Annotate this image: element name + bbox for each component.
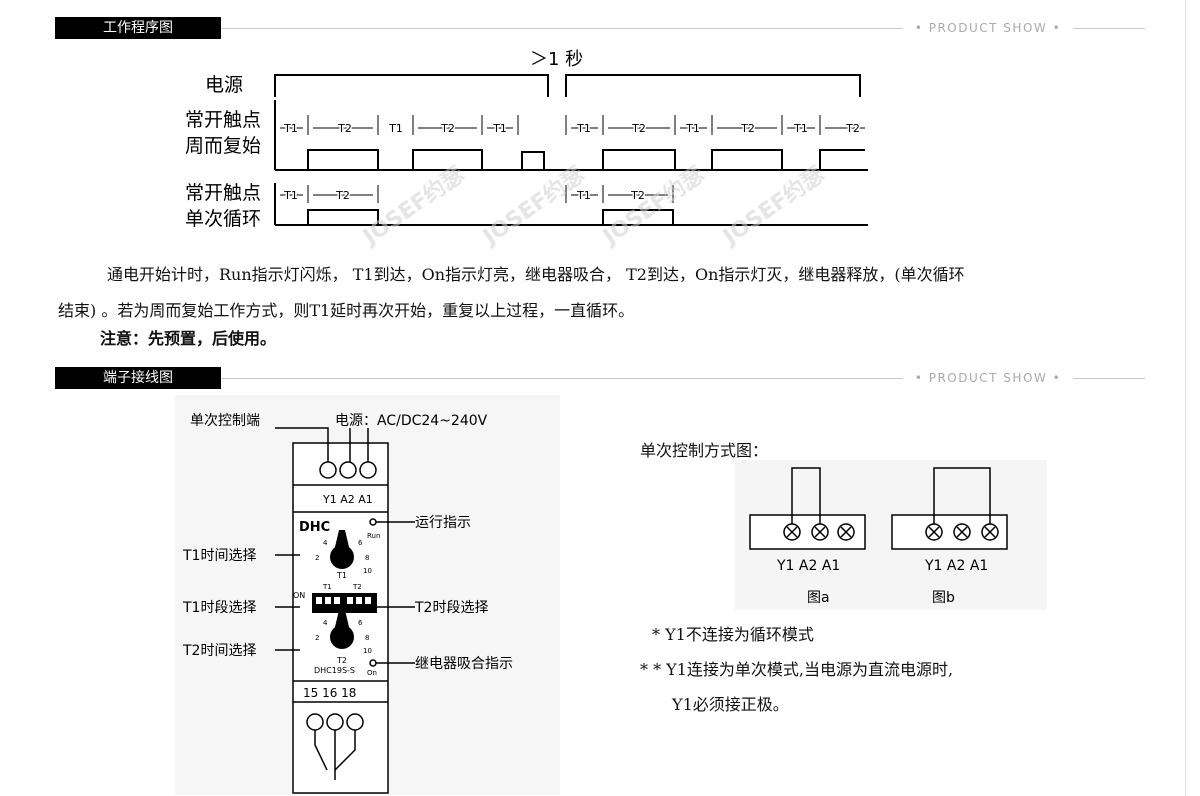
- section-title: 工作程序图: [55, 17, 221, 39]
- watermark: JOSEF约瑟: [357, 162, 469, 250]
- page-right-border: [1185, 0, 1186, 796]
- fig-b-terminals: Y1 A2 A1: [924, 558, 988, 574]
- dial-name: T1: [336, 571, 347, 580]
- note-text: 注意：先预置，后使用。: [100, 329, 277, 348]
- dial-tick: 6: [358, 619, 363, 627]
- dial-tick: 6: [358, 539, 363, 547]
- dial-tick: 10: [363, 647, 372, 655]
- wiring-diagram: 单次控制端 电源：AC/DC24~240V 运行指示 T1时间选择 T1时段选择…: [175, 395, 560, 795]
- divider-line: [221, 378, 1145, 379]
- row-label-repeat-1: 常开触点: [185, 109, 261, 131]
- row-label-repeat-2: 周而复始: [185, 135, 261, 157]
- mark-t2: T2: [335, 189, 350, 202]
- dial-tick: 4: [323, 539, 328, 547]
- mark-t1: T1: [685, 122, 700, 135]
- label-relay-indicator: 继电器吸合指示: [415, 656, 513, 672]
- run-small-label: Run: [367, 532, 380, 540]
- mark-t1: T1: [576, 189, 591, 202]
- section-title: 端子接线图: [55, 367, 221, 389]
- watermark: JOSEF约瑟: [597, 162, 709, 250]
- single-control-title: 单次控制方式图：: [640, 441, 769, 460]
- dial-tick: 4: [323, 619, 328, 627]
- fig-b-caption: 图b: [932, 590, 955, 606]
- single-control-figures: Y1 A2 A1 图a Y1 A2 A1 图b: [735, 460, 1047, 610]
- mark-t1: T1: [283, 122, 298, 135]
- mark-t2: T2: [337, 122, 352, 135]
- brand-label: DHC: [299, 520, 330, 535]
- label-t1-time: T1时间选择: [182, 548, 256, 564]
- watermark: JOSEF约瑟: [717, 162, 829, 250]
- on-small-label: On: [367, 669, 377, 677]
- section-header-wiring: 端子接线图 • PRODUCT SHOW •: [55, 367, 1145, 389]
- row-label-single-1: 常开触点: [185, 182, 261, 204]
- divider-line: [221, 28, 1145, 29]
- section-header-timing: 工作程序图 • PRODUCT SHOW •: [55, 17, 1145, 39]
- mark-t2: T2: [845, 122, 860, 135]
- row-label-single-2: 单次循环: [185, 208, 261, 230]
- gap-label: ＞1 秒: [530, 49, 583, 70]
- dial-name: T2: [336, 656, 347, 665]
- label-single-control: 单次控制端: [190, 413, 260, 429]
- row-label-power: 电源: [205, 74, 243, 96]
- dial-tick: 10: [363, 567, 372, 575]
- dial-tick: 2: [315, 634, 319, 642]
- description-line-1: 通电开始计时，Run指示灯闪烁， T1到达，On指示灯亮，继电器吸合， T2到达…: [107, 265, 965, 284]
- dial-tick: 2: [315, 554, 319, 562]
- description-line-2: 结束) 。若为周而复始工作方式，则T1延时再次开始，重复以上过程，一直循环。: [58, 301, 635, 320]
- dial-tick: 8: [365, 634, 369, 642]
- fig-a-terminals: Y1 A2 A1: [776, 558, 840, 574]
- mark-t2: T2: [740, 122, 755, 135]
- timing-diagram: T1 T2 T1 T2 T1 T1 T2 T1 T2 T1 T2 T1 T2 T…: [185, 49, 868, 250]
- single-control-note-1: * Y1不连接为循环模式: [652, 625, 814, 644]
- label-t2-time: T2时间选择: [182, 643, 256, 659]
- model-label: DHC19S-S: [314, 666, 355, 675]
- mark-t1: T1: [388, 122, 403, 135]
- terminals-bottom: 15 16 18: [303, 686, 356, 700]
- mark-t2: T2: [440, 122, 455, 135]
- label-run-indicator: 运行指示: [415, 515, 471, 531]
- switch-label: T1: [322, 583, 332, 591]
- mark-t1: T1: [793, 122, 808, 135]
- terminals-top: Y1 A2 A1: [322, 493, 373, 506]
- label-t2-range: T2时段选择: [414, 600, 488, 616]
- single-control-note-2: * * Y1连接为单次模式,当电源为直流电源时,: [640, 660, 954, 679]
- label-t1-range: T1时段选择: [182, 600, 256, 616]
- mark-t1: T1: [283, 189, 298, 202]
- watermark: JOSEF约瑟: [477, 162, 589, 250]
- mark-t2: T2: [630, 189, 645, 202]
- mark-t1: T1: [576, 122, 591, 135]
- fig-a-caption: 图a: [807, 590, 830, 606]
- switch-label: T2: [352, 583, 362, 591]
- dial-tick: 8: [365, 554, 369, 562]
- mark-t2: T2: [631, 122, 646, 135]
- product-show-label: • PRODUCT SHOW •: [903, 19, 1073, 37]
- single-control-note-3: Y1必须接正极。: [672, 695, 789, 714]
- product-show-label: • PRODUCT SHOW •: [903, 369, 1073, 387]
- switch-on-label: ON: [293, 591, 305, 600]
- mark-t1: T1: [492, 122, 507, 135]
- label-power: 电源：AC/DC24~240V: [335, 413, 488, 429]
